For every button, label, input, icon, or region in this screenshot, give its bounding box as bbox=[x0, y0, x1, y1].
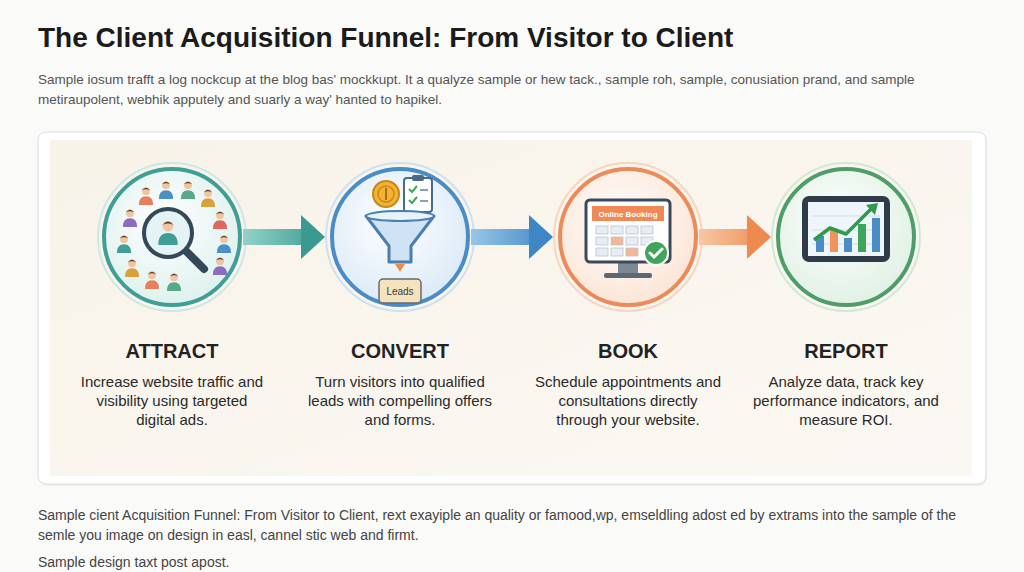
arrow-head bbox=[747, 215, 771, 259]
icon-label: Online Booking bbox=[598, 209, 657, 218]
arrow-shaft bbox=[699, 229, 749, 245]
intro-text: Sample iosum trafft a log nockcup at the… bbox=[38, 70, 988, 110]
body-text: Sample cient Acquisition Funnel: From Vi… bbox=[38, 505, 988, 545]
arrow-shaft bbox=[471, 229, 531, 245]
stage-description: Schedule appointments and consultations … bbox=[532, 372, 724, 429]
arrow-head bbox=[529, 215, 553, 259]
stage-circle: BOOKSchedule appointments and consultati… bbox=[558, 167, 698, 307]
stage-heading: REPORT bbox=[726, 339, 966, 363]
stage-heading: BOOK bbox=[508, 339, 748, 363]
stage-description: Increase website traffic and visibility … bbox=[76, 372, 268, 429]
stage-heading: CONVERT bbox=[280, 339, 520, 363]
funnel-icon bbox=[366, 175, 434, 303]
flow-arrow bbox=[699, 215, 771, 259]
stage-circle: ATTRACTIncrease website traffic and visi… bbox=[102, 167, 242, 307]
stage-circle: REPORTAnalyze data, track key performanc… bbox=[776, 167, 916, 307]
stage-heading: ATTRACT bbox=[52, 339, 292, 363]
crowd-magnifier-icon bbox=[117, 181, 231, 291]
booking-monitor-icon bbox=[586, 200, 670, 278]
flow-arrow bbox=[243, 215, 325, 259]
stage-circles bbox=[98, 163, 920, 311]
stage-description: Turn visitors into qualified leads with … bbox=[304, 372, 496, 429]
arrow-head bbox=[301, 215, 325, 259]
body-text: Sample design taxt post apost. bbox=[38, 552, 988, 572]
card-panel bbox=[38, 132, 987, 486]
page-title: The Client Acquisition Funnel: From Visi… bbox=[38, 22, 733, 54]
flow-arrow bbox=[471, 215, 553, 259]
icon-label: Leads bbox=[386, 286, 413, 297]
stage-circle: CONVERTTurn visitors into qualified lead… bbox=[330, 167, 470, 307]
arrow-shaft bbox=[243, 229, 303, 245]
stage-description: Analyze data, track key performance indi… bbox=[750, 372, 942, 429]
report-tablet-icon bbox=[802, 196, 890, 262]
